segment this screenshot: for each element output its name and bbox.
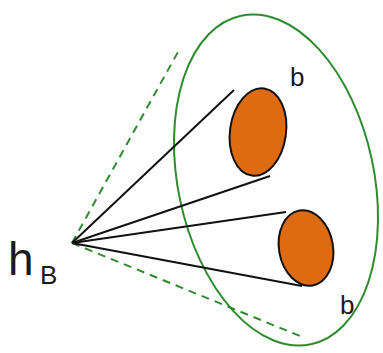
large-cone-edge — [72, 52, 178, 243]
jet-cone-edge — [72, 176, 270, 243]
b-jet-base — [273, 206, 339, 290]
jet-label: b — [290, 64, 304, 90]
jet-cone-edge — [72, 90, 234, 243]
large-cone-edge — [72, 243, 300, 336]
particle-symbol: h — [8, 236, 34, 282]
b-jet-base — [224, 85, 292, 180]
large-cone-base — [145, 0, 383, 353]
jet-cone-edge — [72, 243, 302, 286]
particle-subscript: B — [40, 262, 57, 288]
jet-label: b — [340, 292, 354, 318]
jet-cone-edge — [72, 212, 286, 243]
